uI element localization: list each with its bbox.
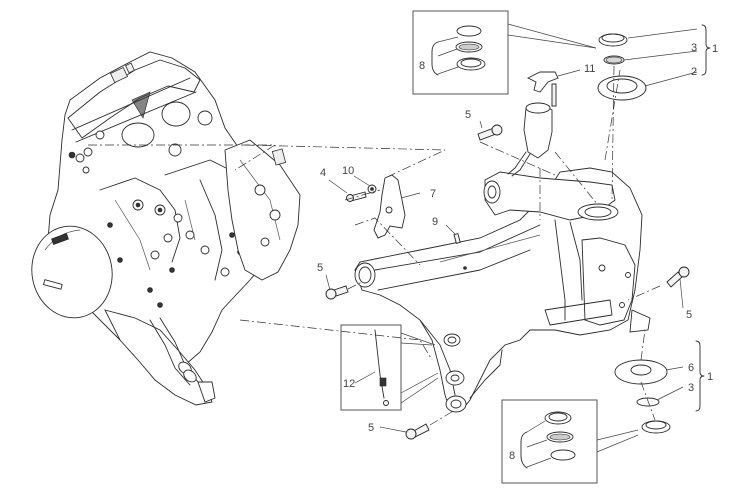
inset-box-bearing-bottom	[501, 399, 639, 484]
callout-3-bottom: 3	[688, 382, 694, 394]
inset-box-cable-tie	[340, 324, 439, 411]
bracket-group-1-top	[701, 24, 711, 76]
callout-8-top: 8	[419, 60, 425, 72]
callout-7: 7	[430, 188, 436, 200]
callout-10: 10	[342, 165, 354, 177]
callout-6: 6	[688, 362, 694, 374]
callout-5-bottom: 5	[368, 422, 374, 434]
callout-12: 12	[343, 378, 355, 390]
leader-lines	[325, 28, 698, 433]
lower-bearing-stack	[614, 359, 671, 434]
callout-5-top: 5	[465, 109, 471, 121]
callout-9: 9	[432, 216, 438, 228]
callout-5-right: 5	[686, 309, 692, 321]
bolt-5-left	[325, 285, 349, 300]
callout-2: 2	[691, 66, 697, 78]
bolt-5-bottom	[405, 423, 430, 440]
bolt-5-top	[477, 124, 503, 141]
callout-4: 4	[320, 167, 326, 179]
callout-5-left: 5	[317, 262, 323, 274]
engine-assembly	[31, 51, 301, 406]
callout-labels: 1 3 2 8 11 5 4 10 7 9 5 5 6 1 3 12 5 8	[317, 42, 718, 462]
bracket-7	[373, 174, 406, 239]
callout-3-top: 3	[691, 42, 697, 54]
upper-bearing-stack	[597, 33, 647, 101]
assembly-lines	[88, 65, 661, 426]
sensor-housing	[507, 71, 559, 177]
frame	[354, 167, 651, 413]
callout-1-bottom: 1	[707, 371, 713, 383]
callout-11: 11	[584, 63, 595, 75]
callout-8-bottom: 8	[509, 450, 515, 462]
nut-10	[367, 184, 377, 194]
screw-4	[346, 191, 367, 202]
callout-1-top: 1	[712, 43, 718, 55]
bolt-5-right	[666, 266, 690, 288]
inset-box-bearing-top	[412, 10, 597, 95]
bracket-group-1-bottom	[695, 340, 705, 412]
bleed-valve-9	[453, 233, 461, 244]
